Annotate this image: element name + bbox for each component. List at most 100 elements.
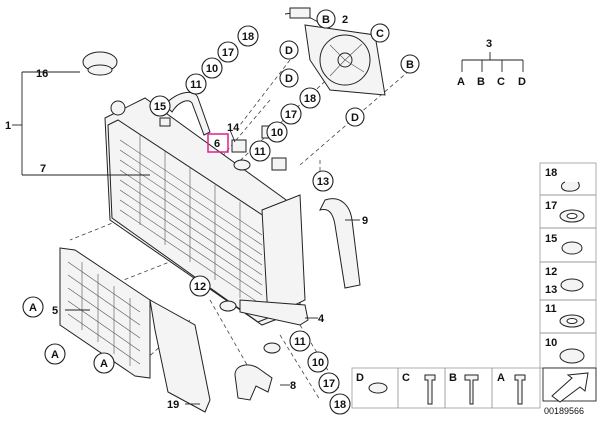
label-9: 9	[362, 215, 368, 227]
lower-hose-9	[319, 198, 361, 289]
highlight-box-6	[207, 133, 229, 153]
svg-text:D: D	[356, 372, 364, 384]
callout-10a: 10	[201, 57, 223, 79]
callout-10c: 10	[307, 351, 329, 373]
callout-18b: 18	[299, 87, 321, 109]
svg-text:10: 10	[312, 357, 324, 369]
diagram-id: 00189566	[544, 406, 584, 416]
svg-text:B: B	[322, 14, 330, 26]
svg-text:11: 11	[190, 79, 202, 91]
svg-text:10: 10	[545, 337, 557, 349]
callout-A-c: A	[93, 352, 115, 374]
svg-text:C: C	[376, 28, 384, 40]
callout-17c: 17	[318, 372, 340, 394]
clip-icon	[560, 278, 584, 292]
svg-text:A: A	[457, 76, 465, 88]
svg-text:13: 13	[317, 176, 329, 188]
svg-text:11: 11	[545, 303, 557, 315]
callout-18a: 18	[237, 25, 259, 47]
svg-text:B: B	[406, 59, 414, 71]
callout-11b: 11	[249, 140, 271, 162]
callout-A-a: A	[22, 296, 44, 318]
rubber-mount-icon	[559, 348, 585, 364]
svg-text:17: 17	[323, 378, 335, 390]
radiator-fins	[119, 135, 263, 306]
callout-D-a: D	[279, 40, 299, 60]
callout-D-b: D	[279, 68, 299, 88]
cooling-fan	[284, 7, 386, 96]
svg-text:12: 12	[194, 281, 206, 293]
svg-text:18: 18	[545, 167, 557, 179]
callout-15: 15	[149, 95, 171, 117]
label-19: 19	[167, 399, 179, 411]
callout-17a: 17	[217, 41, 239, 63]
label-6: 6	[214, 138, 220, 150]
svg-text:A: A	[497, 372, 505, 384]
callout-D-right: D	[345, 107, 365, 127]
label-16: 16	[36, 68, 48, 80]
label-14: 14	[227, 122, 240, 134]
label-4: 4	[318, 313, 325, 325]
svg-text:D: D	[285, 73, 293, 85]
callout-B-top: B	[400, 54, 420, 74]
svg-text:D: D	[518, 76, 526, 88]
radiator-cap	[82, 51, 118, 76]
callout-10b: 10	[266, 121, 288, 143]
callout-C-top: C	[370, 23, 390, 43]
mounting-bracket-4	[219, 299, 309, 354]
fastener-legend-row: D C B A	[351, 367, 541, 409]
hose-clamp-icon	[561, 241, 583, 255]
callout-A-b: A	[44, 343, 66, 365]
callout-2: B	[316, 9, 336, 29]
svg-text:C: C	[402, 372, 410, 384]
svg-text:18: 18	[304, 93, 316, 105]
svg-text:B: B	[477, 76, 485, 88]
leader-lines	[12, 71, 360, 405]
screw-icon	[464, 374, 479, 405]
callout-11c: 11	[289, 330, 311, 352]
callout-17b: 17	[280, 103, 302, 125]
svg-text:13: 13	[545, 284, 557, 296]
svg-text:15: 15	[154, 101, 166, 113]
svg-text:10: 10	[206, 63, 218, 75]
label-1: 1	[5, 120, 11, 132]
parts-legend-sidebar: 18 17 15 12 13 11 10	[539, 162, 597, 369]
svg-text:D: D	[285, 45, 293, 57]
group-tree: 3 A B C D	[457, 38, 526, 88]
svg-text:11: 11	[254, 146, 266, 158]
shroud	[59, 247, 151, 379]
svg-text:C: C	[497, 76, 505, 88]
lower-hose-8	[234, 364, 273, 401]
svg-text:17: 17	[222, 47, 234, 59]
svg-text:A: A	[51, 349, 59, 361]
label-7: 7	[40, 163, 46, 175]
nut-icon	[368, 382, 388, 394]
svg-text:18: 18	[242, 31, 254, 43]
svg-text:D: D	[351, 112, 359, 124]
svg-text:B: B	[449, 372, 457, 384]
svg-text:15: 15	[545, 233, 557, 245]
svg-text:10: 10	[271, 127, 283, 139]
svg-text:3: 3	[486, 38, 492, 50]
bolt-small-icon	[514, 374, 526, 405]
svg-text:18: 18	[334, 399, 346, 411]
bracket-19	[149, 299, 211, 413]
label-8: 8	[290, 380, 296, 392]
svg-text:A: A	[100, 358, 108, 370]
label-2: 2	[342, 14, 348, 26]
callout-12: 12	[189, 275, 211, 297]
circlip-icon	[561, 181, 580, 192]
svg-text:12: 12	[545, 266, 557, 278]
callout-18c: 18	[329, 393, 351, 415]
radiator	[104, 97, 306, 326]
svg-text:17: 17	[545, 200, 557, 212]
svg-text:A: A	[29, 302, 37, 314]
bolt-icon	[424, 374, 436, 405]
svg-text:11: 11	[294, 336, 306, 348]
navigation-arrow	[542, 367, 597, 403]
svg-text:17: 17	[285, 109, 297, 121]
label-5: 5	[52, 305, 58, 317]
callout-13: 13	[312, 170, 334, 192]
